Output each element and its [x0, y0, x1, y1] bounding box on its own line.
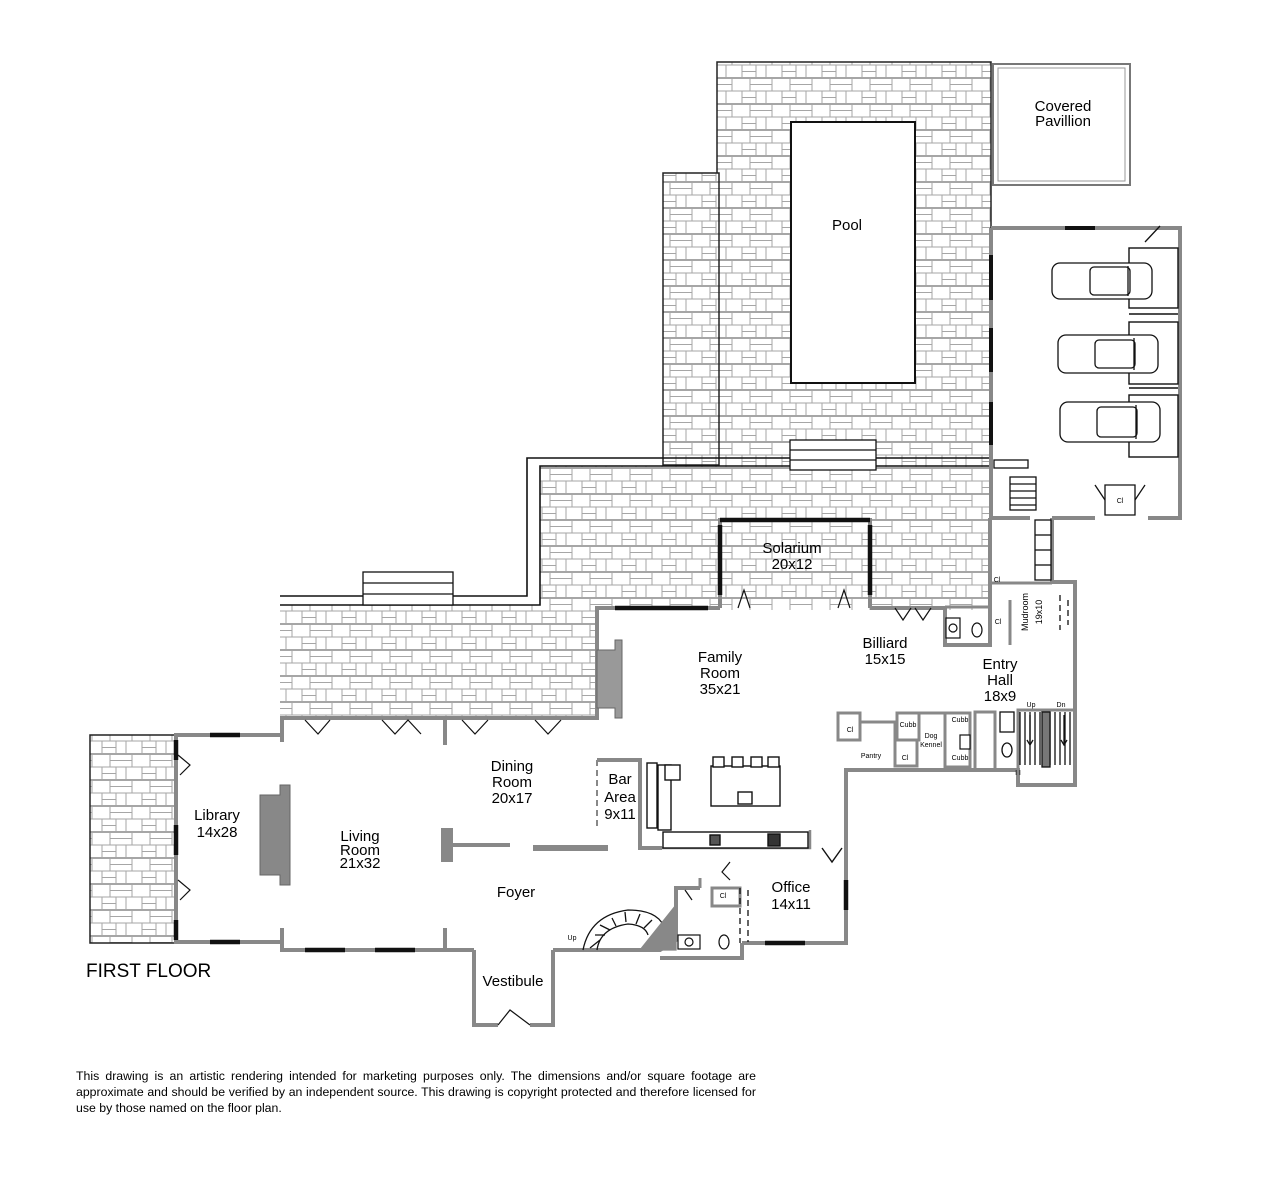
- cubby-label: Cubb: [900, 722, 917, 729]
- garage-closet-label: Cl: [1117, 498, 1124, 505]
- dining-room-dims: 20x17: [492, 790, 533, 807]
- french-doors: [304, 588, 932, 735]
- foyer-stair: [582, 903, 677, 951]
- pool: Pool: [790, 121, 916, 384]
- mudroom-lockers: [1034, 519, 1069, 630]
- pool-label: Pool: [832, 217, 862, 234]
- vestibule-door: [497, 1009, 531, 1026]
- car-icon: [1057, 334, 1159, 374]
- pavillion-label-line2: Pavillion: [1035, 113, 1091, 130]
- dog-kennel-label-line2: Kennel: [920, 742, 942, 749]
- dining-room-label-line2: Room: [492, 774, 532, 791]
- office-partitions: [676, 861, 749, 943]
- solarium-dims: 20x12: [772, 556, 813, 573]
- library-doors: [177, 754, 191, 901]
- covered-pavillion: Covered Pavillion: [992, 63, 1131, 186]
- fireplace: [259, 639, 623, 886]
- car-icon: [1051, 262, 1153, 300]
- dog-kennel-label-line1: Dog: [925, 733, 938, 740]
- office-dims: 14x11: [771, 896, 811, 913]
- living-room-dims: 21x32: [340, 855, 381, 872]
- stairs-up-label: Up: [1027, 702, 1036, 709]
- vestibule-label: Vestibule: [483, 973, 544, 990]
- bar-area-label-line2: Area: [604, 789, 636, 806]
- bar-area-dims: 9x11: [604, 806, 635, 823]
- closet-label: Cl: [994, 577, 1001, 584]
- living-room-label-line2: Room: [340, 842, 380, 859]
- closet-label: Cl: [720, 893, 727, 900]
- stairs-down-label: Dn: [1057, 702, 1066, 709]
- family-room-dims: 35x21: [700, 681, 741, 698]
- cubby-label: Cubb: [952, 717, 969, 724]
- car-icon: [1059, 401, 1161, 443]
- closet-label: Cl: [847, 727, 854, 734]
- entry-hall-label-line2: Hall: [987, 672, 1013, 689]
- closet-label: Cl: [902, 755, 909, 762]
- billiard-dims: 15x15: [865, 651, 906, 668]
- entry-hall-dims: 18x9: [984, 688, 1017, 705]
- solarium-label: Solarium: [762, 540, 821, 557]
- library-dims: 14x28: [197, 824, 238, 841]
- interior-walls: [280, 718, 812, 950]
- cubby-label: Cubb: [952, 755, 969, 762]
- dining-room-label-line1: Dining: [491, 758, 534, 775]
- service-rooms: [836, 552, 1052, 772]
- windows: [173, 517, 1021, 953]
- office-label: Office: [772, 879, 811, 896]
- pool-steps: [789, 439, 877, 471]
- family-room-label-line1: Family: [698, 649, 743, 666]
- pavillion-label-line1: Covered: [1035, 98, 1092, 115]
- toilet-icon: [677, 617, 983, 950]
- billiard-label: Billiard: [862, 635, 907, 652]
- garage: Cl: [989, 225, 1182, 520]
- entry-hall-label-line1: Entry: [982, 656, 1018, 673]
- foyer-label: Foyer: [497, 884, 535, 901]
- room-labels: Solarium 20x12 Family Room 35x21 Billiar…: [194, 540, 1044, 990]
- entry-stairs: [999, 708, 1077, 787]
- terrace-steps: [362, 571, 454, 606]
- pantry-label: Pantry: [861, 753, 882, 760]
- library-label: Library: [194, 807, 240, 824]
- kitchen: [646, 756, 843, 864]
- mudroom-label: Mudroom: [1020, 593, 1030, 631]
- disclaimer-text: This drawing is an artistic rendering in…: [76, 1069, 756, 1115]
- closet-label: Cl: [995, 619, 1002, 626]
- mudroom-dims: 19x10: [1034, 600, 1044, 625]
- family-room-label-line2: Room: [700, 665, 740, 682]
- floor-title: FIRST FLOOR: [86, 961, 211, 982]
- foyer-stairs-up-label: Up: [568, 935, 577, 942]
- living-room-label-line1: Living: [340, 828, 379, 845]
- bar-area-label-line1: Bar: [608, 771, 631, 788]
